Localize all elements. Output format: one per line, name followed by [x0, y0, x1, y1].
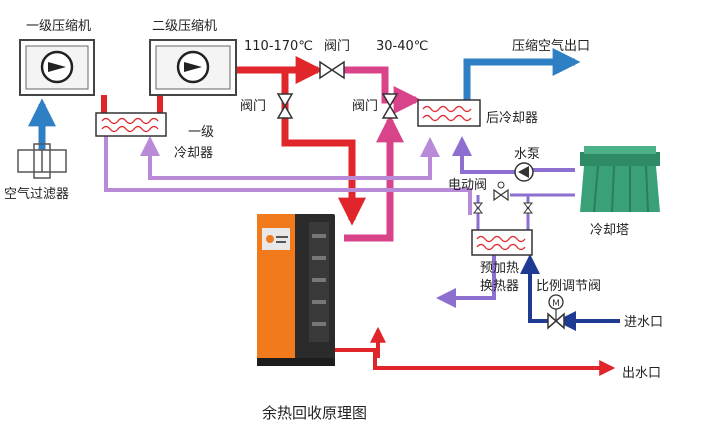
label-cooling-tower: 冷却塔	[590, 223, 629, 238]
label-preheat-line1: 预加热	[480, 261, 519, 276]
heat-recovery-unit	[257, 214, 335, 366]
cooling-water-line-1	[104, 136, 472, 215]
label-compressor-2: 二级压缩机	[152, 18, 217, 34]
label-water-out: 出水口	[622, 366, 661, 381]
cooler-1	[95, 112, 167, 137]
proportional-valve-icon: M	[547, 294, 565, 330]
label-water-in: 进水口	[624, 315, 663, 330]
label-compressor-1: 一级压缩机	[26, 18, 91, 34]
hot-branch-pipe	[281, 70, 366, 226]
label-proportional-valve: 比例调节阀	[536, 279, 601, 294]
warm-pipe	[344, 66, 422, 114]
label-temp-low: 30-40℃	[376, 39, 428, 54]
preheat-return-line	[436, 255, 496, 308]
warm-return-pipe	[344, 114, 404, 242]
label-air-filter: 空气过滤器	[4, 186, 69, 202]
compressor-2	[149, 39, 237, 96]
electric-valve-icon	[493, 181, 509, 202]
label-cooler-1-line1: 一级	[188, 125, 214, 140]
svg-text:M: M	[552, 299, 560, 309]
label-temp-high: 110-170℃	[244, 39, 313, 54]
compressed-air-outlet-pipe	[463, 48, 581, 101]
preheat-exchanger	[471, 229, 533, 256]
label-valve-top: 阀门	[324, 39, 350, 54]
label-valve-left: 阀门	[240, 99, 266, 114]
cooling-tower	[580, 146, 660, 213]
water-inlet-up-pipe	[520, 254, 550, 323]
small-valve-left-icon	[472, 202, 484, 214]
valve-top-icon	[319, 60, 345, 80]
hot-water-out-pipe	[332, 348, 616, 376]
label-outlet: 压缩空气出口	[512, 38, 590, 54]
label-after-cooler: 后冷却器	[486, 111, 538, 126]
label-preheat-line2: 换热器	[480, 279, 519, 294]
label-pump: 水泵	[514, 147, 540, 162]
compressor-1	[19, 39, 95, 96]
after-cooler	[417, 99, 481, 127]
water-pump-icon	[514, 162, 534, 182]
diagram-caption: 余热回收原理图	[262, 404, 367, 422]
valve-left-icon	[276, 93, 294, 119]
label-cooler-1-line2: 冷却器	[174, 146, 213, 161]
valve-mid-icon	[381, 93, 399, 119]
label-valve-mid: 阀门	[352, 99, 378, 114]
air-filter	[17, 143, 67, 179]
label-electric-valve: 电动阀	[448, 178, 487, 193]
small-valve-right-icon	[522, 202, 534, 214]
